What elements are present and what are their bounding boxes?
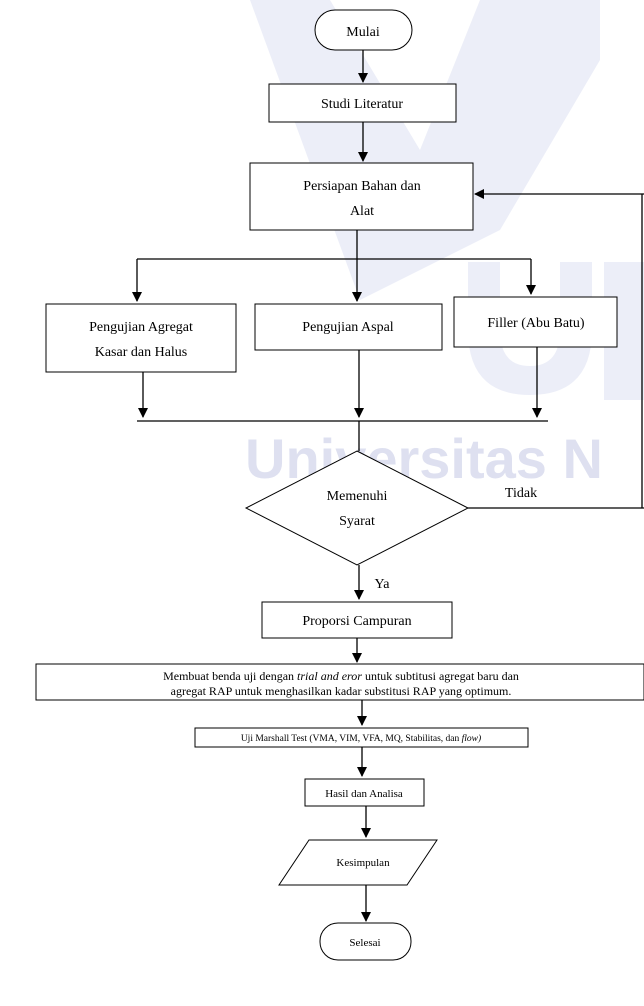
node-filler: Filler (Abu Batu) [453,296,618,348]
start-label: Mulai [346,25,380,40]
watermark: Universitas N [245,0,644,490]
specimen-text-1b: trial and eror [297,669,362,683]
filler-box [453,296,618,348]
aggregate-test-label-line2: Kasar dan Halus [95,345,188,360]
decision-label-line1: Memenuhi [327,489,388,504]
node-literature: Studi Literatur [268,83,457,123]
literature-box [268,83,457,123]
preparation-label-line1: Persiapan Bahan dan [303,179,420,194]
literature-label: Studi Literatur [321,97,403,112]
watermark-logo-shape [250,0,600,300]
preparation-box [249,162,474,231]
conclusion-label: Kesimpulan [336,857,390,869]
marshall-label: Uji Marshall Test (VMA, VIM, VFA, MQ, St… [241,733,481,744]
node-decision: Memenuhi Syarat [244,450,470,566]
marshall-text-a: Uji Marshall Test (VMA, VIM, VFA, MQ, St… [241,733,462,744]
node-preparation: Persiapan Bahan dan Alat [249,162,474,231]
node-conclusion: Kesimpulan [278,839,438,886]
node-start: Mulai [314,9,413,51]
conclusion-parallelogram [278,839,438,886]
no-branch-label: Tidak [505,486,537,501]
node-aggregate-test: Pengujian Agregat Kasar dan Halus [45,303,237,373]
mix-proportion-label: Proporsi Campuran [302,614,411,629]
marshall-box [194,727,529,748]
mix-proportion-box [261,601,453,639]
specimen-label-line2: agregat RAP untuk menghasilkan kadar sub… [171,684,512,698]
specimen-text-1c: untuk subtitusi agregat baru dan [362,669,519,683]
asphalt-test-label: Pengujian Aspal [302,320,393,335]
aggregate-test-label-line1: Pengujian Agregat [89,320,193,335]
aggregate-test-box [45,303,237,373]
decision-diamond [244,450,470,566]
results-box [304,778,425,807]
specimen-label-line1: Membuat benda uji dengan trial and eror … [163,669,519,683]
node-specimen: Membuat benda uji dengan trial and eror … [35,663,644,701]
watermark-logo-letter-u [468,262,592,395]
asphalt-test-box [254,303,443,351]
specimen-box [35,663,644,701]
yes-branch-label: Ya [375,577,391,592]
filler-label: Filler (Abu Batu) [487,316,585,331]
start-terminator [314,9,413,51]
end-label: Selesai [349,937,380,949]
node-marshall: Uji Marshall Test (VMA, VIM, VFA, MQ, St… [194,727,529,748]
marshall-text-b: flow) [462,733,482,744]
preparation-label-line2: Alat [350,204,374,219]
node-end: Selesai [319,922,412,961]
node-asphalt-test: Pengujian Aspal [254,303,443,351]
node-results: Hasil dan Analisa [304,778,425,807]
connectors [132,50,644,922]
node-mix-proportion: Proporsi Campuran [261,601,453,639]
specimen-text-1a: Membuat benda uji dengan [163,669,297,683]
end-terminator [319,922,412,961]
decision-label-line2: Syarat [339,514,375,529]
results-label: Hasil dan Analisa [325,788,403,800]
